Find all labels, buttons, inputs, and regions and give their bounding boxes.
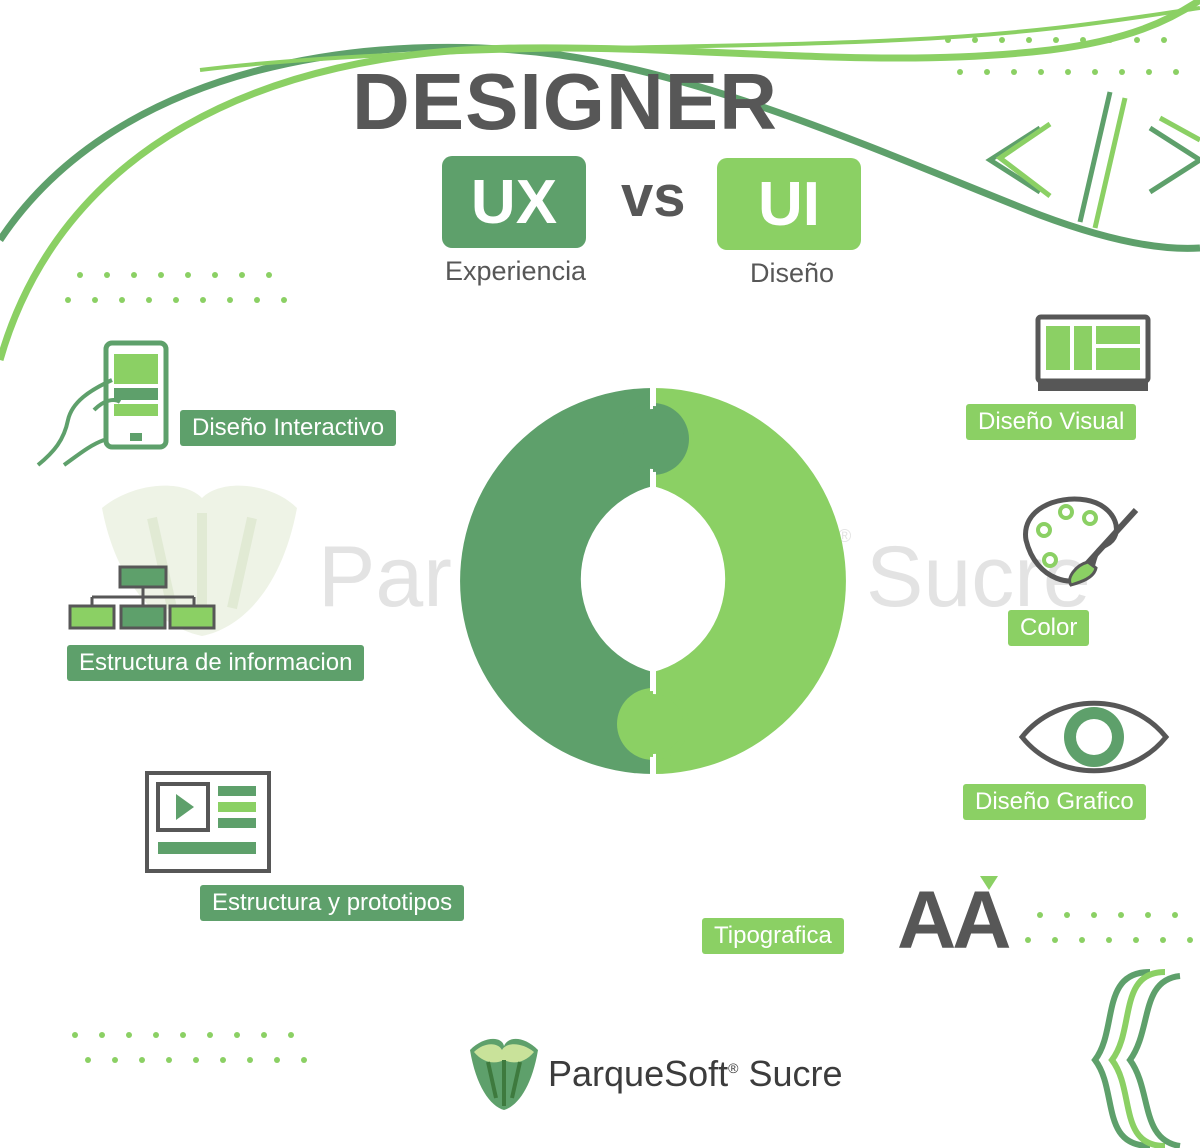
label-diseno-grafico: Diseño Grafico [963, 784, 1146, 820]
puzzle-ring [460, 384, 846, 778]
brand-city: Sucre [748, 1053, 843, 1094]
typography-glyphs: AA [897, 875, 1011, 966]
label-estructura-prototipos: Estructura y prototipos [200, 885, 465, 921]
label-tipografica: Tipografica [702, 918, 844, 954]
parquesoft-logo-icon [470, 1038, 538, 1110]
monitor-layout-icon [1035, 314, 1151, 391]
org-chart-icon [68, 565, 216, 630]
page-title: DESIGNER [352, 57, 778, 146]
label-diseno-visual: Diseño Visual [966, 404, 1137, 440]
touch-phone-icon [36, 340, 169, 467]
video-layout-icon [145, 771, 271, 873]
label-estructura-informacion: Estructura de informacion [67, 645, 365, 681]
vs-text: vs [621, 164, 686, 229]
brand-name: ParqueSoft [548, 1053, 729, 1094]
caret-icon [980, 876, 998, 890]
ui-badge: UI [717, 158, 861, 250]
ui-caption: Diseño [750, 258, 835, 288]
watermark-text-left: Par [318, 529, 452, 625]
label-diseno-interactivo: Diseño Interactivo [180, 410, 397, 446]
registered-mark: ® [728, 1060, 739, 1076]
ux-caption: Experiencia [445, 256, 587, 286]
ux-badge: UX [442, 156, 586, 248]
label-color: Color [1008, 610, 1090, 646]
palette-icon [1023, 496, 1139, 587]
footer-brand: ParqueSoft® Sucre [548, 1056, 843, 1092]
eye-icon [1018, 700, 1170, 774]
